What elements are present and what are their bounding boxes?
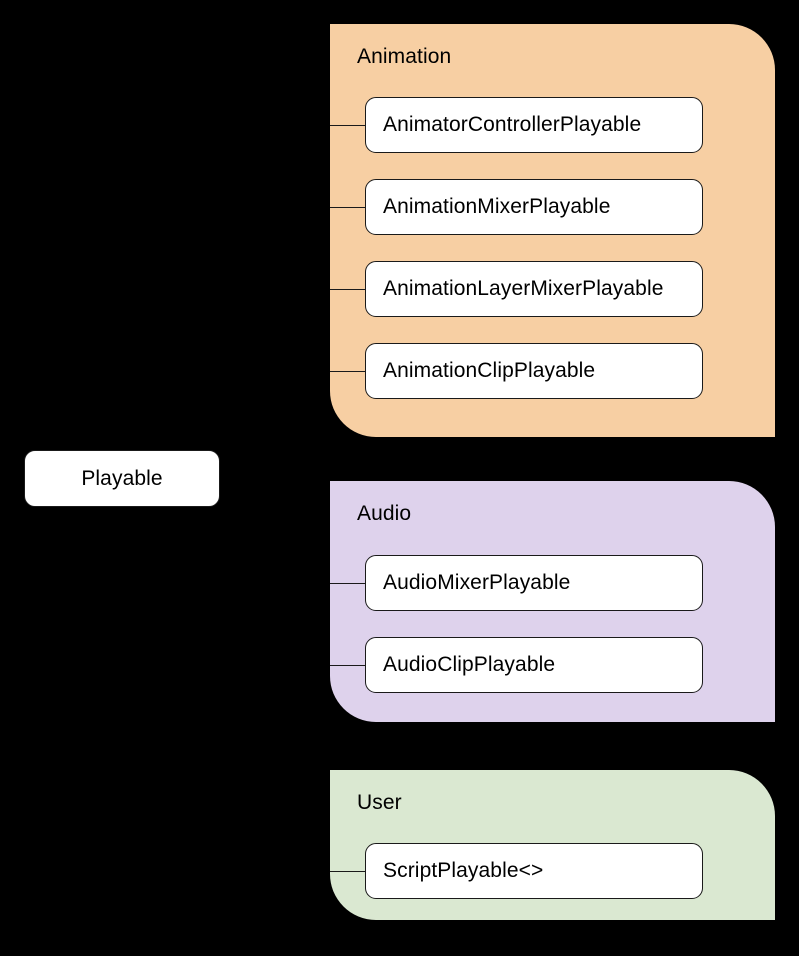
node-label: AudioClipPlayable	[383, 653, 556, 676]
connector-line	[330, 583, 366, 584]
connector-line	[330, 665, 366, 666]
node-label: AnimatorControllerPlayable	[383, 113, 642, 136]
node-box[interactable]: AnimationClipPlayable	[365, 343, 703, 399]
node-label: AudioMixerPlayable	[383, 571, 571, 594]
node-playable-root[interactable]: Playable	[24, 450, 220, 507]
group-label: User	[357, 791, 402, 814]
group-label: Animation	[357, 45, 452, 68]
node-box[interactable]: AnimationLayerMixerPlayable	[365, 261, 703, 317]
connector-line	[330, 207, 366, 208]
node-label: AnimationClipPlayable	[383, 359, 596, 382]
node-box[interactable]: AnimationMixerPlayable	[365, 179, 703, 235]
node-box[interactable]: AudioMixerPlayable	[365, 555, 703, 611]
connector-line	[330, 371, 366, 372]
node-box[interactable]: ScriptPlayable<>	[365, 843, 703, 899]
connector-line	[330, 871, 366, 872]
node-box[interactable]: AudioClipPlayable	[365, 637, 703, 693]
node-label: AnimationLayerMixerPlayable	[383, 277, 664, 300]
group-label: Audio	[357, 502, 412, 525]
node-label: AnimationMixerPlayable	[383, 195, 611, 218]
connector-line	[330, 289, 366, 290]
node-label: ScriptPlayable<>	[383, 859, 544, 882]
node-box[interactable]: AnimatorControllerPlayable	[365, 97, 703, 153]
node-label: Playable	[81, 466, 163, 490]
connector-line	[330, 125, 366, 126]
